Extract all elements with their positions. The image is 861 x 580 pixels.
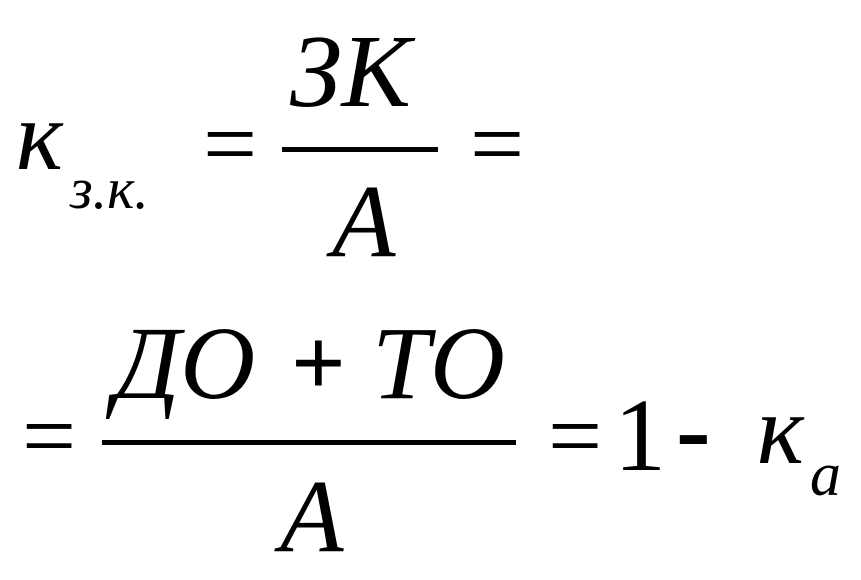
minus-sign: - xyxy=(676,372,711,487)
equals-sign: = xyxy=(22,382,77,489)
fraction-bar xyxy=(282,147,438,152)
rhs-symbol: к xyxy=(757,374,804,485)
equals-sign: = xyxy=(548,382,603,489)
lhs-symbol: к xyxy=(16,80,63,191)
fraction-numerator: ЗК xyxy=(290,14,411,129)
fraction-denominator: А xyxy=(280,459,344,574)
equals-sign: = xyxy=(470,90,525,197)
number-one: 1 xyxy=(614,378,666,493)
fraction-numerator-term-1: ДО xyxy=(114,306,256,421)
fraction-bar xyxy=(102,440,516,445)
fraction-denominator: А xyxy=(332,164,396,279)
equals-sign: = xyxy=(203,90,258,197)
lhs-subscript: з.к. xyxy=(70,156,149,221)
plus-sign: + xyxy=(291,309,346,416)
fraction-numerator-term-2: ТО xyxy=(372,306,505,421)
rhs-subscript: а xyxy=(810,441,841,509)
